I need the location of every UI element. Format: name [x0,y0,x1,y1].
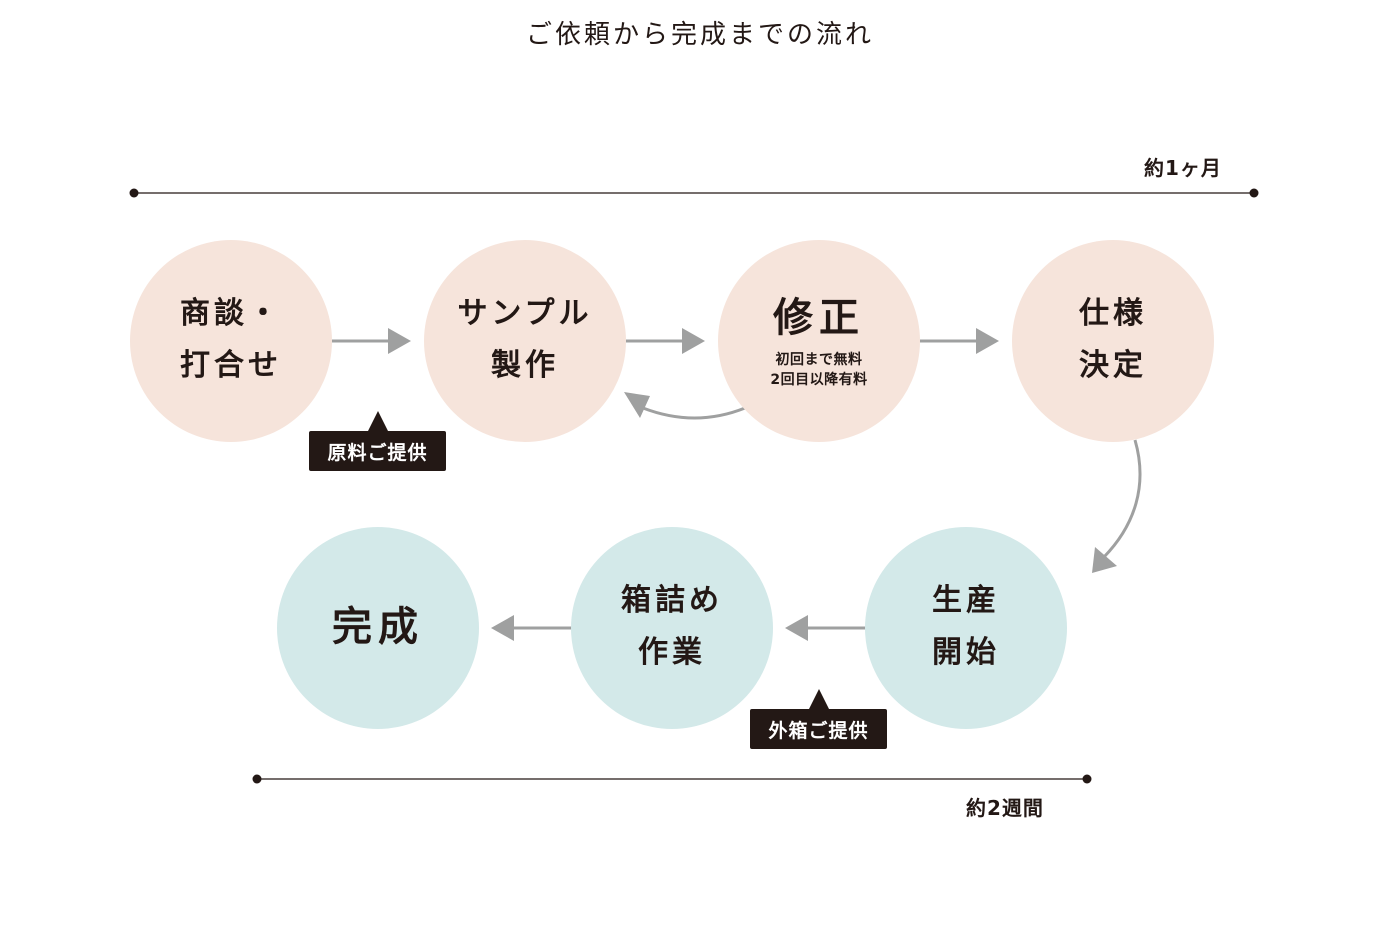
step-label: 仕様 決定 [1079,296,1147,383]
top-timeline-end-dot [1249,188,1259,198]
arrow-right-1 [332,328,411,354]
step-label: 完成 [332,604,424,650]
step-label: 箱詰め 作業 [621,583,723,670]
arrow-revision-loop [624,392,746,420]
step-label: 商談・ 打合せ [180,296,282,383]
bottom-timeline-label: 約2週間 [966,796,1044,820]
step-packing: 箱詰め 作業 [571,527,773,729]
step-label: 修正 [773,295,865,341]
callout-outer-box: 外箱ご提供 [750,689,887,749]
arrow-right-3 [920,328,999,354]
arrow-curve-down [1092,439,1142,573]
step-spec-decision: 仕様 決定 [1012,240,1214,442]
page-title: ご依頼から完成までの流れ [525,20,874,50]
top-timeline-label: 約1ヶ月 [1144,156,1222,180]
step-consultation: 商談・ 打合せ [130,240,332,442]
arrow-left-1 [785,615,866,641]
callout-materials: 原料ご提供 [309,411,446,471]
step-sample-production: サンプル 製作 [424,240,626,442]
step-completion: 完成 [277,527,479,729]
top-timeline-start-dot [129,188,139,198]
step-note: 初回まで無料 2回目以降有料 [770,352,868,388]
step-production-start: 生産 開始 [865,527,1067,729]
step-revision: 修正 初回まで無料 2回目以降有料 [718,240,920,442]
arrow-left-2 [491,615,572,641]
bottom-timeline-start-dot [252,774,262,784]
step-label: 生産 開始 [932,583,1000,670]
arrow-right-2 [626,328,705,354]
bottom-timeline-end-dot [1082,774,1092,784]
step-label: サンプル 製作 [457,296,593,383]
